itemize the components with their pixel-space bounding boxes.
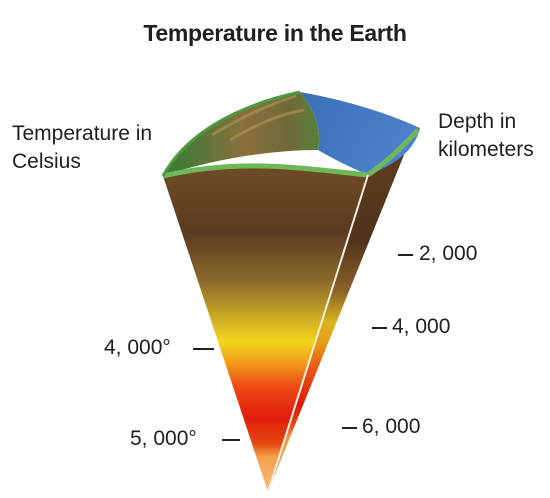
depth-axis-label-line1: Depth in [438, 110, 517, 133]
temperature-axis-label-line2: Celsius [12, 150, 81, 173]
crust-rim-left [161, 90, 301, 177]
depth-tick-label-1: 2, 000 [419, 242, 478, 265]
crust-rim-side [366, 128, 420, 178]
surface-texture [211, 94, 305, 142]
depth-tick-label-2: 4, 000 [392, 315, 451, 338]
crust-rim-front [162, 163, 369, 179]
diagram-title: Temperature in the Earth [143, 20, 407, 46]
wedge-edge-line [267, 174, 369, 493]
surface-ocean [300, 92, 420, 175]
depth-axis-label-line2: kilometers [438, 138, 534, 161]
temperature-tick-label-2: 5, 000° [130, 427, 197, 450]
temperature-axis-label-line1: Temperature in [12, 122, 153, 145]
depth-axis-label: Depth in kilometers [438, 108, 534, 164]
temperature-axis-label: Temperature in Celsius [12, 120, 152, 176]
wedge-front-face [163, 165, 368, 492]
depth-tick-label-3: 6, 000 [362, 415, 421, 438]
wedge-side-face [268, 140, 410, 492]
temperature-tick-label-1: 4, 000° [104, 336, 171, 359]
